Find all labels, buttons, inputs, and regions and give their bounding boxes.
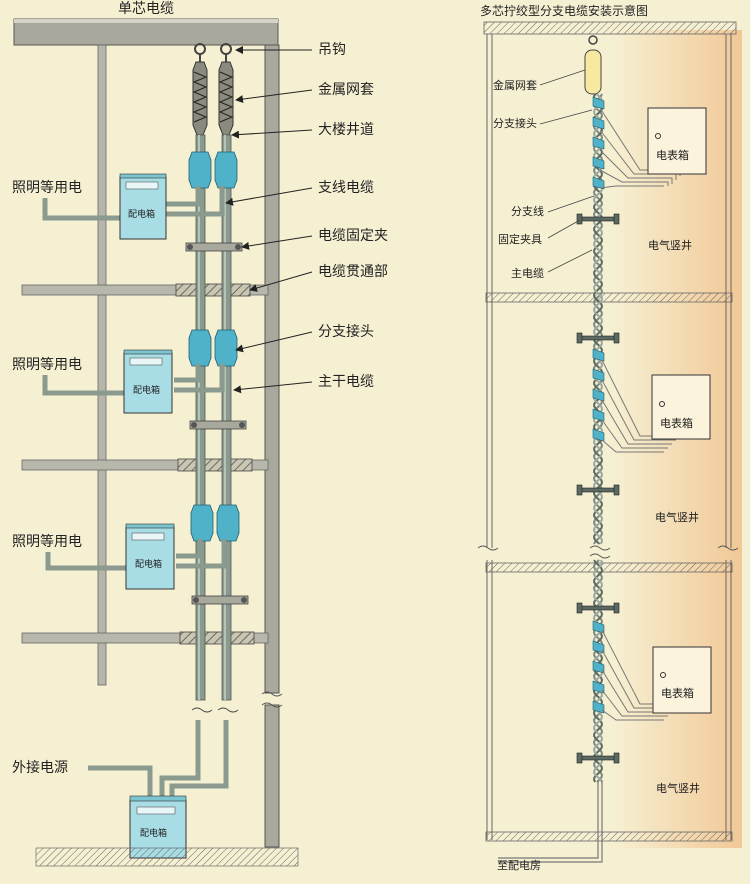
branch-cable — [166, 186, 227, 569]
ceiling-beam — [13, 18, 279, 46]
fixing-clamp-5 — [576, 752, 620, 764]
branch-connector-15 — [592, 700, 605, 714]
callout-leaders — [225, 46, 313, 394]
right-callout-main-cable: 主电缆 — [511, 267, 544, 280]
ground-floor — [35, 847, 299, 867]
hook-icon — [588, 35, 598, 45]
right-callout-fixing-clamp: 固定夹具 — [498, 233, 542, 246]
cable-penetration-1 — [175, 283, 251, 297]
callout-hook: 吊钩 — [318, 42, 346, 58]
cable-to-room — [498, 780, 599, 859]
branch-joint — [188, 151, 240, 542]
metal-mesh-sleeve — [192, 61, 234, 136]
shaft-wall — [264, 44, 280, 694]
callout-metal-mesh: 金属网套 — [318, 82, 374, 98]
external-feed-cable — [88, 720, 229, 800]
dist-box-label-1: 配电箱 — [128, 210, 156, 220]
shaft-label-1: 电气竖井 — [648, 239, 692, 252]
right-callout-leaders — [539, 69, 595, 273]
branch-connector-9 — [592, 408, 605, 422]
callout-cable-penetration: 电缆贯通部 — [318, 264, 388, 280]
branch-connector-2 — [592, 116, 605, 130]
branch-connector-4 — [592, 156, 605, 170]
shaft-label-2: 电气竖井 — [655, 511, 699, 524]
branch-connector-3 — [592, 136, 605, 150]
shaft-wall-lower — [264, 704, 280, 848]
dist-box-label-2: 配电箱 — [133, 386, 161, 396]
lighting-label-3: 照明等用电 — [12, 534, 82, 550]
branch-connector-5 — [592, 176, 605, 190]
metal-mesh-sleeve — [584, 49, 602, 95]
lighting-feed — [42, 198, 126, 571]
main-trunk-cable — [195, 134, 232, 701]
callout-main-cable: 主干电缆 — [318, 374, 374, 390]
hook-icon — [194, 43, 232, 62]
fixing-clamp — [576, 213, 620, 764]
meter-box-label-1: 电表箱 — [656, 149, 689, 162]
branch-connector-1 — [592, 96, 605, 110]
support-pole — [97, 44, 107, 686]
multi-core-twisted-cable-diagram — [477, 21, 742, 863]
right-callout-metal-mesh: 金属网套 — [493, 79, 537, 92]
distribution-box — [119, 173, 175, 590]
callout-cable-clamp: 电缆固定夹 — [318, 228, 388, 244]
right-callout-branch-joint: 分支接头 — [493, 117, 537, 130]
branch-connector-7 — [592, 368, 605, 382]
branch-connector-8 — [592, 388, 605, 402]
shaft-label-3: 电气竖井 — [656, 782, 700, 795]
fixing-clamp-1 — [576, 213, 620, 225]
single-core-cable-diagram — [13, 18, 313, 867]
callout-branch-joint: 分支接头 — [318, 324, 374, 340]
cable-clamp — [185, 242, 249, 605]
lighting-label-1: 照明等用电 — [12, 180, 82, 196]
callout-branch-cable: 支线电缆 — [318, 180, 374, 196]
dist-box-label-4: 配电箱 — [140, 829, 168, 839]
cable-penetration-3 — [179, 631, 255, 645]
branch-connector-10 — [592, 428, 605, 442]
lighting-label-2: 照明等用电 — [12, 357, 82, 373]
right-panel-title: 多芯拧绞型分支电缆安装示意图 — [480, 4, 649, 18]
fixing-clamp-3 — [576, 484, 620, 496]
fixing-clamp-4 — [576, 602, 620, 614]
to-room-label: 至配电房 — [497, 859, 541, 872]
cable-penetration-2 — [177, 458, 253, 472]
callout-building-shaft: 大楼井道 — [318, 122, 374, 138]
branch-connector-6 — [592, 348, 605, 362]
meter-box-label-2: 电表箱 — [660, 417, 693, 430]
meter-box — [647, 107, 712, 714]
right-callout-branch-line: 分支线 — [511, 205, 544, 218]
dist-box-label-3: 配电箱 — [135, 560, 163, 570]
external-power-label: 外接电源 — [12, 760, 68, 776]
meter-box-label-3: 电表箱 — [661, 687, 694, 700]
fixing-clamp-2 — [576, 332, 620, 344]
left-panel-title: 单芯电缆 — [118, 1, 174, 17]
